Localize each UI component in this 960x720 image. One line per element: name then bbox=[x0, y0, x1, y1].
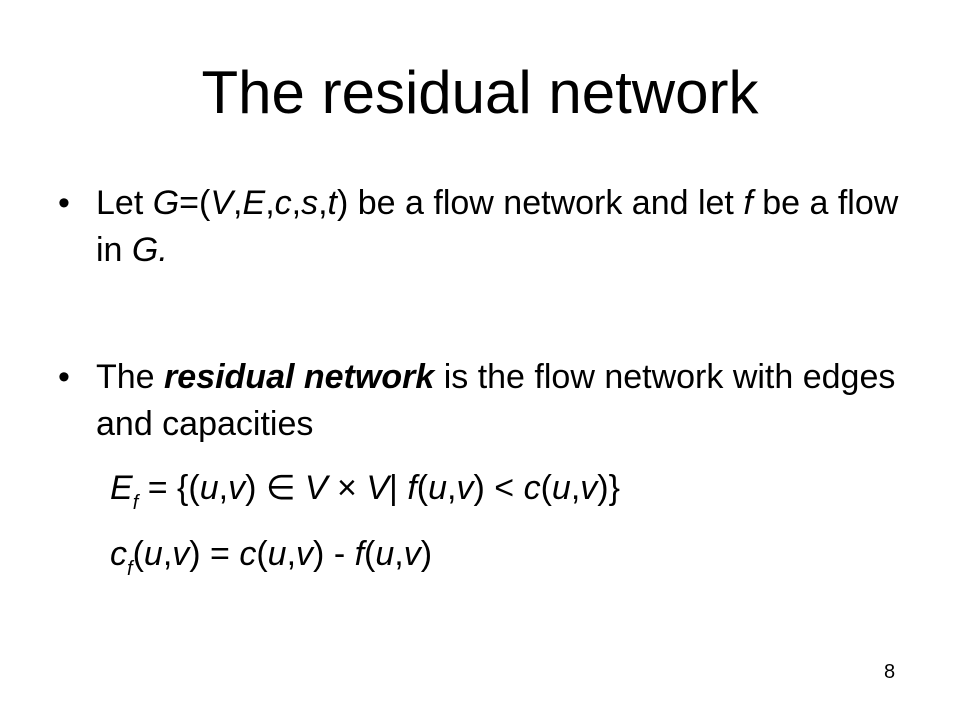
term-residual-network: residual network bbox=[164, 358, 435, 396]
equation-capacity: cf(u,v) = c(u,v) - f(u,v) bbox=[110, 535, 433, 580]
page-number: 8 bbox=[884, 661, 896, 683]
bullet-residual: • The residual network is the flow netwo… bbox=[58, 354, 918, 448]
bullet-definition: • Let G=(V,E,c,s,t) be a flow network an… bbox=[58, 180, 918, 274]
bullet-residual-text: The residual network is the flow network… bbox=[96, 358, 896, 443]
equation-edge-set: Ef = {(u,v) ∈ V × V| f(u,v) < c(u,v)} bbox=[110, 469, 620, 514]
bullet-marker: • bbox=[58, 358, 70, 396]
bullet-definition-text: Let G=(V,E,c,s,t) be a flow network and … bbox=[96, 184, 899, 269]
slide-title: The residual network bbox=[201, 59, 759, 126]
bullet-marker: • bbox=[58, 184, 70, 222]
